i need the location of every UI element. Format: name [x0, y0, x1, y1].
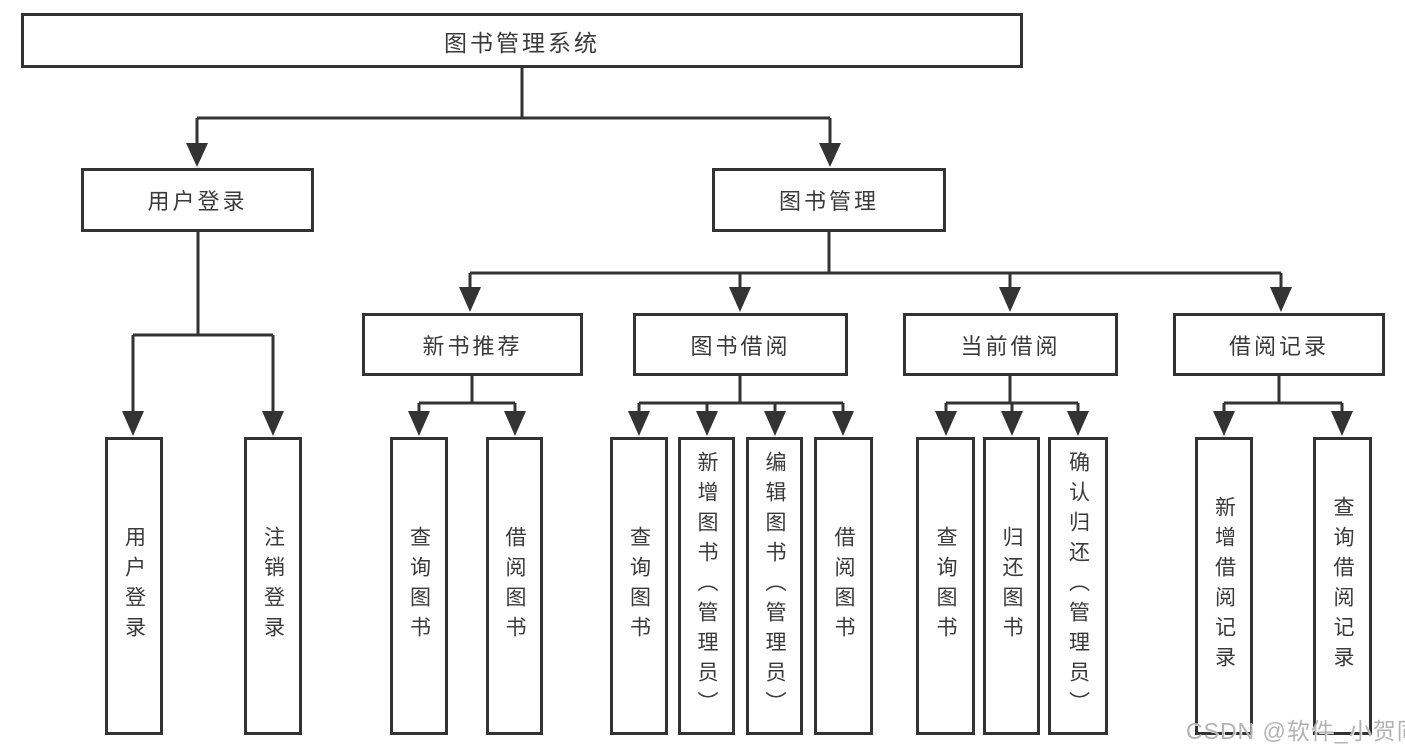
node-new-book-recommend: 新书推荐: [362, 313, 583, 376]
leaf-return-book: 归还图书: [983, 437, 1040, 735]
node-borrow-record-label: 借阅记录: [1228, 333, 1329, 359]
leaf-confirm-return-admin-label: 确认归还（管理员）: [1066, 451, 1090, 721]
leaf-query-book-1-label: 查询图书: [407, 526, 431, 646]
arrowheads: [122, 143, 1353, 436]
leaf-edit-book-admin-label: 编辑图书（管理员）: [763, 451, 786, 721]
leaf-add-borrow-record: 新增借阅记录: [1195, 437, 1253, 735]
leaf-query-book-2: 查询图书: [610, 437, 668, 735]
leaf-add-book-admin-label: 新增图书（管理员）: [695, 451, 718, 721]
node-library-system-label: 图书管理系统: [444, 29, 600, 56]
leaf-user-login: 用户登录: [105, 437, 163, 735]
leaf-add-book-admin: 新增图书（管理员）: [678, 437, 735, 735]
node-book-borrow-label: 图书借阅: [690, 333, 791, 359]
leaf-logout: 注销登录: [244, 437, 302, 735]
leaf-query-book-3: 查询图书: [916, 437, 975, 735]
node-current-borrow: 当前借阅: [903, 313, 1118, 376]
leaf-query-book-2-label: 查询图书: [627, 526, 651, 646]
leaf-query-borrow-record-label: 查询借阅记录: [1331, 496, 1354, 676]
csdn-watermark: CSDN @软件_小贺同学: [1186, 718, 1405, 744]
node-new-book-recommend-label: 新书推荐: [422, 333, 523, 359]
leaf-query-borrow-record: 查询借阅记录: [1313, 437, 1372, 735]
leaf-borrow-book-1: 借阅图书: [486, 437, 543, 735]
node-library-system: 图书管理系统: [21, 13, 1023, 68]
leaf-return-book-label: 归还图书: [1000, 526, 1023, 646]
node-book-management-label: 图书管理: [778, 189, 879, 214]
node-book-borrow: 图书借阅: [633, 313, 848, 376]
leaf-borrow-book-2: 借阅图书: [814, 437, 873, 735]
leaf-add-borrow-record-label: 新增借阅记录: [1212, 496, 1236, 676]
node-current-borrow-label: 当前借阅: [960, 333, 1061, 359]
leaf-confirm-return-admin: 确认归还（管理员）: [1048, 437, 1108, 735]
leaf-logout-label: 注销登录: [261, 526, 285, 646]
leaf-borrow-book-2-label: 借阅图书: [832, 526, 855, 646]
node-user-login: 用户登录: [81, 168, 314, 232]
node-user-login-label: 用户登录: [147, 189, 248, 214]
leaf-query-book-3-label: 查询图书: [934, 526, 957, 646]
leaf-borrow-book-1-label: 借阅图书: [503, 526, 526, 646]
leaf-edit-book-admin: 编辑图书（管理员）: [746, 437, 803, 735]
node-borrow-record: 借阅记录: [1173, 313, 1385, 376]
leaf-query-book-1: 查询图书: [390, 437, 448, 735]
node-book-management: 图书管理: [712, 168, 946, 232]
leaf-user-login-label: 用户登录: [122, 526, 146, 646]
